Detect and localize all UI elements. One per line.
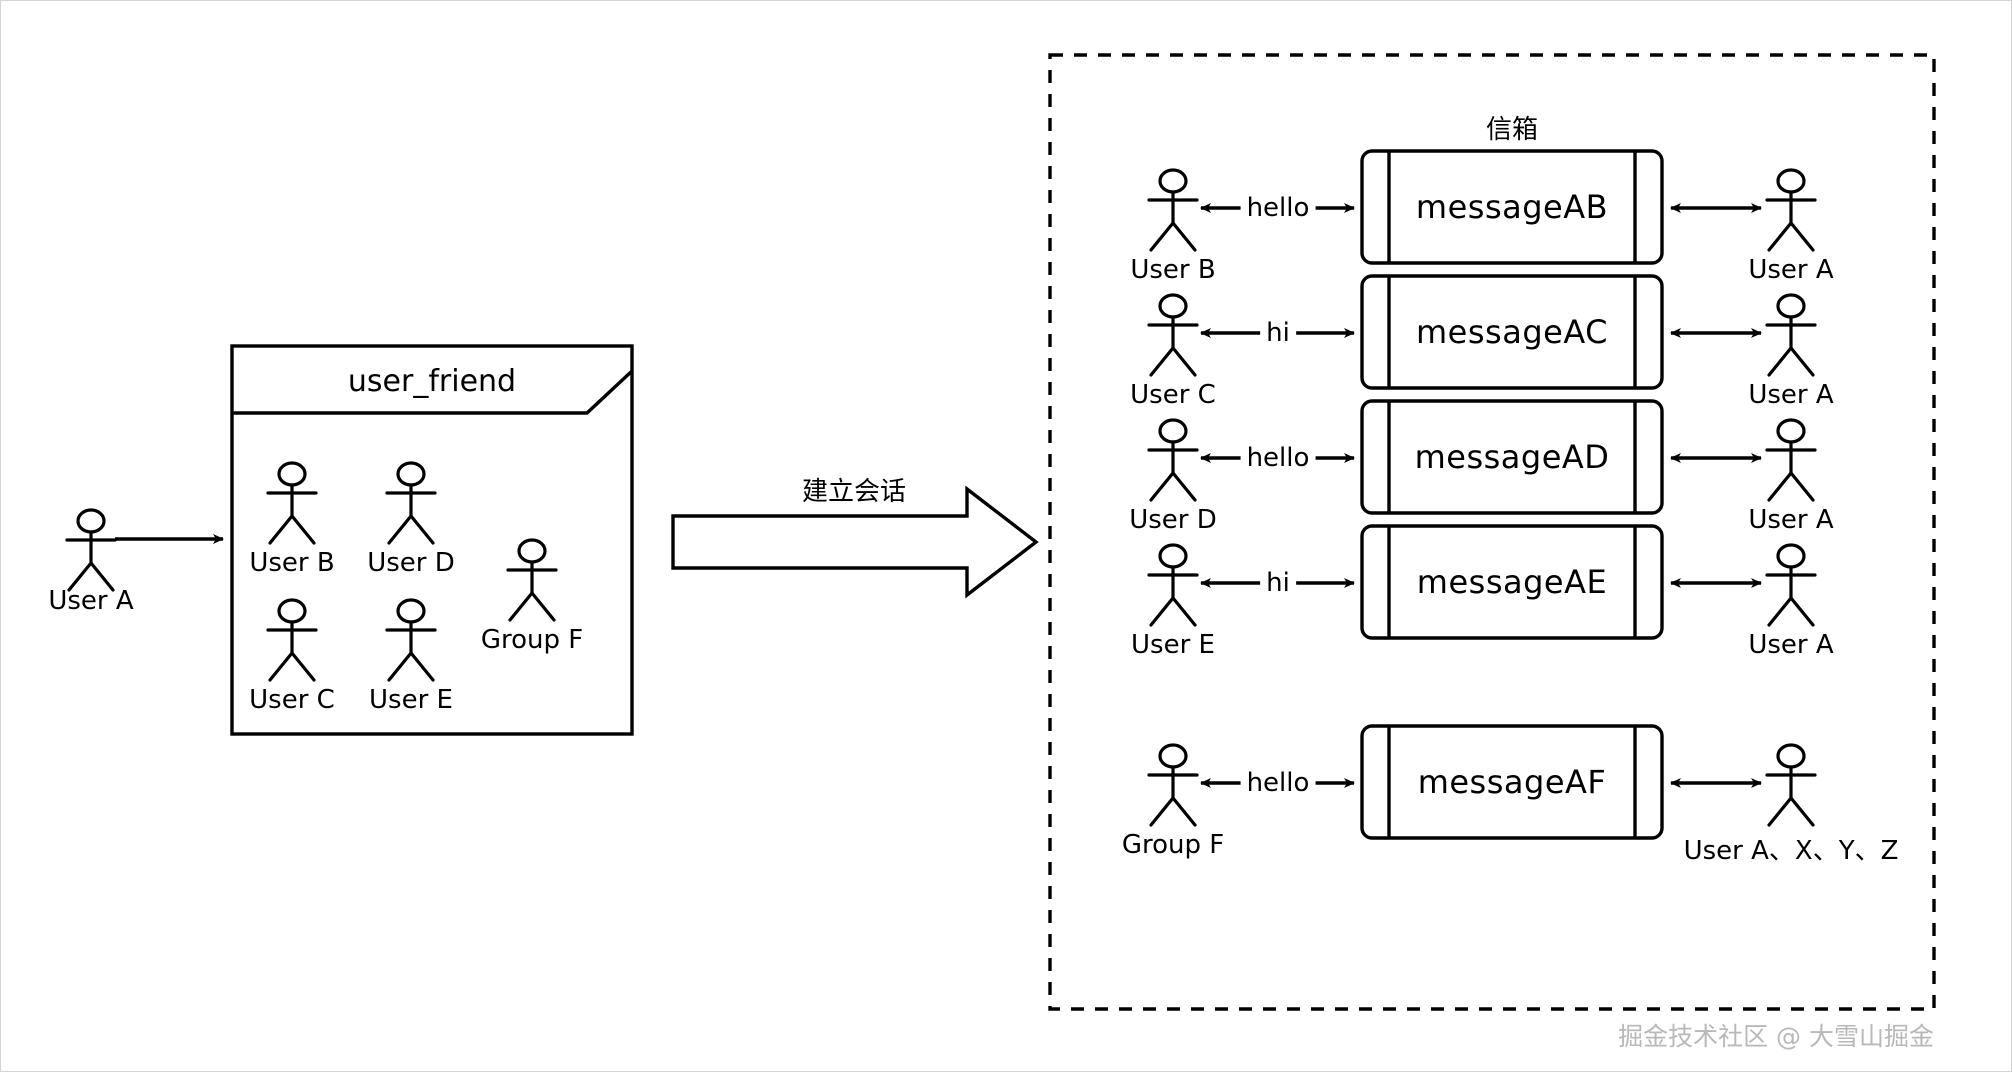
user-friend-title: user_friend bbox=[347, 364, 517, 399]
row-1-right-actor-label: User A bbox=[1748, 255, 1834, 285]
row-1-message-label: messageAB bbox=[1415, 188, 1609, 226]
actor-user-a-source bbox=[65, 508, 117, 592]
actor-label-group-f-friend: Group F bbox=[480, 625, 584, 655]
row-4-message-label: messageAE bbox=[1416, 563, 1608, 601]
row-5-left-actor-label: Group F bbox=[1121, 830, 1225, 860]
watermark: 掘金技术社区 @ 大雪山掘金 bbox=[1618, 1022, 1934, 1051]
row-5-message-label: messageAF bbox=[1417, 763, 1607, 801]
row-2-left-actor-label: User C bbox=[1130, 380, 1216, 410]
user-friend-box bbox=[230, 344, 634, 736]
actor-label-user-b-friend: User B bbox=[249, 548, 335, 578]
row-1-edge-label: hello bbox=[1240, 195, 1316, 221]
row-3-left-actor-label: User D bbox=[1129, 505, 1217, 535]
actor-label-user-e-friend: User E bbox=[369, 685, 453, 715]
actor-label-user-a-source: User A bbox=[48, 586, 134, 616]
row-5-right-actor-label: User A、X、Y、Z bbox=[1683, 836, 1899, 866]
row-3-message-label: messageAD bbox=[1414, 438, 1610, 476]
actor-group-f-friend bbox=[506, 538, 558, 622]
actor-label-user-d-friend: User D bbox=[367, 548, 455, 578]
row-2-message-label: messageAC bbox=[1416, 313, 1608, 351]
mailbox-container bbox=[1048, 53, 1936, 1011]
row-1-left-actor-label: User B bbox=[1130, 255, 1216, 285]
row-4-edge-label: hi bbox=[1260, 570, 1296, 596]
mailbox-row-4 bbox=[1147, 524, 1817, 640]
actor-label-user-c-friend: User C bbox=[249, 685, 335, 715]
mailbox-row-3 bbox=[1147, 399, 1817, 515]
row-3-edge-label: hello bbox=[1240, 445, 1316, 471]
mailbox-row-5 bbox=[1147, 724, 1817, 840]
mailbox-row-1 bbox=[1147, 149, 1817, 265]
actor-user-d-friend bbox=[385, 461, 437, 545]
mailbox-title: 信箱 bbox=[1485, 115, 1539, 145]
row-2-right-actor-label: User A bbox=[1748, 380, 1834, 410]
flow-block-arrow bbox=[671, 485, 1039, 599]
row-4-left-actor-label: User E bbox=[1131, 630, 1215, 660]
row-2-edge-label: hi bbox=[1260, 320, 1296, 346]
row-5-edge-label: hello bbox=[1240, 770, 1316, 796]
flow-arrow-label: 建立会话 bbox=[801, 477, 907, 507]
actor-user-e-friend bbox=[385, 598, 437, 682]
row-3-right-actor-label: User A bbox=[1748, 505, 1834, 535]
actor-user-b-friend bbox=[266, 461, 318, 545]
actor-user-c-friend bbox=[266, 598, 318, 682]
row-4-right-actor-label: User A bbox=[1748, 630, 1834, 660]
mailbox-row-2 bbox=[1147, 274, 1817, 390]
